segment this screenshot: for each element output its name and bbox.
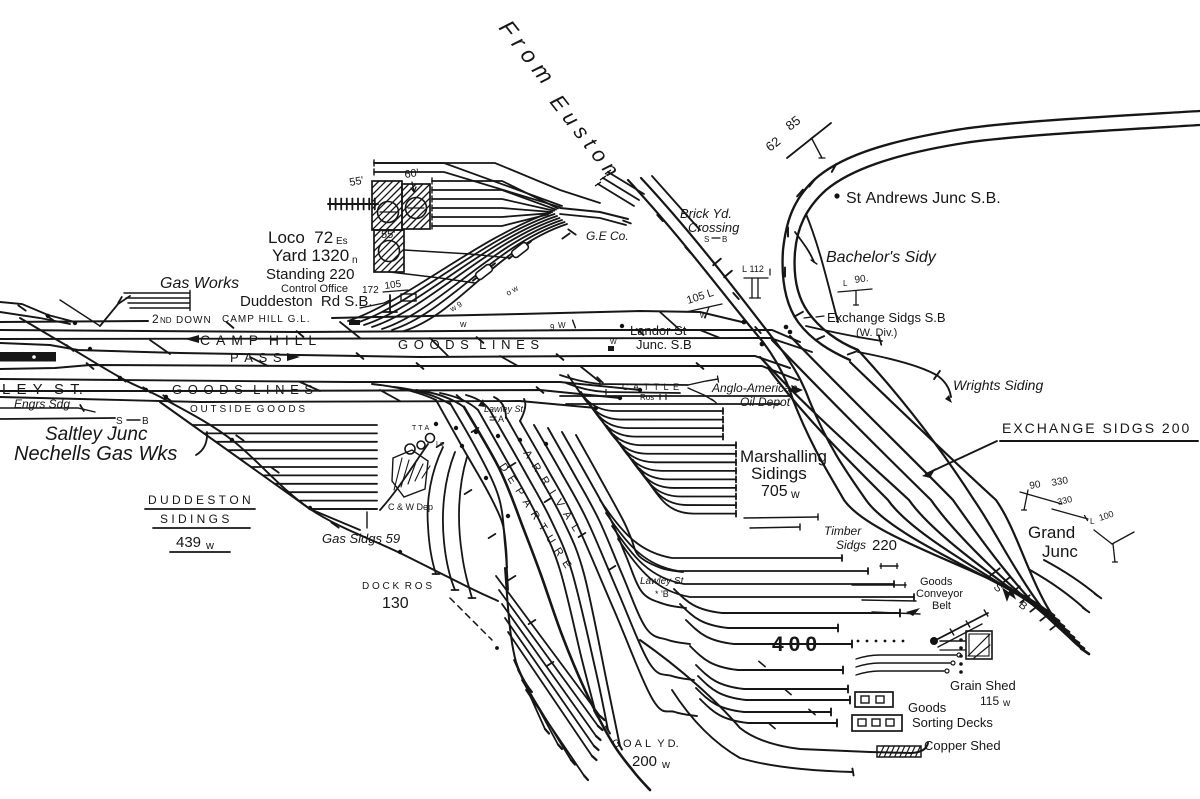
svg-text:90: 90 <box>1029 479 1042 492</box>
svg-text:* 'B: * 'B <box>655 589 669 599</box>
svg-text:W: W <box>610 339 617 346</box>
svg-text:Oil Depot: Oil Depot <box>740 395 791 409</box>
svg-text:ND: ND <box>160 316 172 325</box>
svg-text:Saltley Junc: Saltley Junc <box>45 424 148 445</box>
svg-text:Belt: Belt <box>932 600 951 612</box>
svg-text:90.: 90. <box>854 273 869 286</box>
svg-text:G.E Co.: G.E Co. <box>586 229 629 243</box>
svg-text:D U D D E S T O N: D U D D E S T O N <box>148 493 251 507</box>
svg-text:T T A: T T A <box>412 425 429 432</box>
svg-text:Loco 72: Loco 72 <box>268 228 333 247</box>
svg-text:S I D I N G S: S I D I N G S <box>160 512 229 526</box>
svg-text:Sidgs: Sidgs <box>836 538 866 552</box>
svg-text:C A T T L E: C A T T L E <box>622 382 680 392</box>
svg-text:(W. Div.): (W. Div.) <box>856 327 897 339</box>
svg-text:L: L <box>843 279 848 288</box>
svg-text:9: 9 <box>550 323 555 332</box>
svg-text:Nechells Gas Wks: Nechells Gas Wks <box>14 443 177 465</box>
svg-text:115: 115 <box>980 694 999 708</box>
svg-text:B: B <box>142 416 149 427</box>
svg-text:130: 130 <box>382 595 409 612</box>
svg-text:O U T S I D E G O O D S: O U T S I D E G O O D S <box>190 404 305 415</box>
svg-text:w: w <box>205 540 214 552</box>
svg-text:Standing 220: Standing 220 <box>266 266 354 283</box>
svg-text:Landor St: Landor St <box>630 323 687 338</box>
svg-text:Gas Sidgs 59: Gas Sidgs 59 <box>322 531 400 546</box>
svg-text:330: 330 <box>1056 494 1073 507</box>
svg-text:Engrs Sdg: Engrs Sdg <box>14 397 70 411</box>
svg-text:Gas Works: Gas Works <box>160 275 239 292</box>
svg-text:Lo: Lo <box>436 441 444 448</box>
svg-text:Copper Shed: Copper Shed <box>924 738 1001 753</box>
svg-text:W: W <box>558 321 566 330</box>
svg-text:P A S S: P A S S <box>230 350 283 365</box>
svg-text:60': 60' <box>404 167 420 181</box>
svg-text:G O O D S L I N E S: G O O D S L I N E S <box>398 337 540 352</box>
svg-text:S: S <box>704 235 709 244</box>
svg-text:EXCHANGE SIDGS 200: EXCHANGE SIDGS 200 <box>1002 420 1191 436</box>
svg-text:Control Office: Control Office <box>281 283 348 295</box>
svg-text:Junc: Junc <box>1042 542 1078 561</box>
svg-text:Conveyor: Conveyor <box>916 588 963 600</box>
svg-text:100: 100 <box>1098 509 1115 523</box>
svg-text:Grain Shed: Grain Shed <box>950 678 1016 693</box>
svg-text:L E Y S T.: L E Y S T. <box>2 381 84 398</box>
svg-text:220: 220 <box>872 537 897 554</box>
svg-text:n: n <box>352 255 358 266</box>
svg-text:B: B <box>722 235 727 244</box>
svg-text:C & W Dep: C & W Dep <box>388 502 433 512</box>
svg-text:55': 55' <box>348 175 364 189</box>
svg-text:Exchange Sidgs S.B: Exchange Sidgs S.B <box>827 310 946 325</box>
svg-text:Junc. S.B: Junc. S.B <box>636 337 692 352</box>
svg-text:2: 2 <box>152 312 159 326</box>
svg-text:Lawley St: Lawley St <box>640 576 685 587</box>
svg-text:G O O D S L I N E S: G O O D S L I N E S <box>172 382 314 397</box>
svg-text:Lawley St: Lawley St <box>484 404 524 414</box>
svg-text:S: S <box>116 416 123 427</box>
svg-text:Duddeston Rd S.B.: Duddeston Rd S.B. <box>240 293 373 310</box>
svg-text:Marshalling: Marshalling <box>740 447 827 466</box>
svg-text:L: L <box>1090 517 1095 526</box>
svg-text:Bachelor's Sidy: Bachelor's Sidy <box>826 249 937 266</box>
svg-text:Brick Yd.: Brick Yd. <box>680 206 732 221</box>
svg-text:55': 55' <box>381 229 395 241</box>
svg-text:330: 330 <box>1051 475 1070 489</box>
svg-text:D O C K R O S: D O C K R O S <box>362 581 432 592</box>
svg-text:CAMP HILL G.L.: CAMP HILL G.L. <box>222 314 310 325</box>
svg-text:A: A <box>498 414 504 424</box>
svg-text:439: 439 <box>176 534 201 551</box>
svg-text:w: w <box>699 310 707 320</box>
svg-text:w: w <box>790 487 800 501</box>
svg-text:w: w <box>459 319 467 329</box>
svg-text:L 112: L 112 <box>742 264 764 274</box>
svg-text:Timber: Timber <box>824 524 862 538</box>
svg-text:Anglo-American: Anglo-American <box>711 381 798 395</box>
svg-text:DOWN: DOWN <box>176 315 212 326</box>
svg-text:C O A L Y D.: C O A L Y D. <box>612 738 679 750</box>
svg-text:w: w <box>1002 698 1011 709</box>
svg-text:w: w <box>661 759 670 771</box>
svg-text:St Andrews Junc S.B.: St Andrews Junc S.B. <box>846 190 1001 207</box>
svg-text:200: 200 <box>632 753 657 770</box>
svg-text:172: 172 <box>362 285 379 296</box>
svg-text:Grand: Grand <box>1028 523 1075 542</box>
svg-text:C A M P H I L L: C A M P H I L L <box>200 332 317 348</box>
svg-text:Wrights Siding: Wrights Siding <box>953 377 1043 393</box>
svg-text:Yard 1320: Yard 1320 <box>272 246 349 265</box>
svg-text:Crossing: Crossing <box>688 220 740 235</box>
svg-text:105: 105 <box>384 279 402 292</box>
svg-text:Sidings: Sidings <box>751 464 807 483</box>
svg-text:Goods: Goods <box>920 576 953 588</box>
svg-text:Sorting Decks: Sorting Decks <box>912 715 993 730</box>
svg-text:705: 705 <box>761 483 788 500</box>
svg-text:Goods: Goods <box>908 700 947 715</box>
svg-text:Ros: Ros <box>640 393 654 402</box>
svg-text:400: 400 <box>772 633 822 656</box>
svg-text:Es: Es <box>336 236 348 247</box>
